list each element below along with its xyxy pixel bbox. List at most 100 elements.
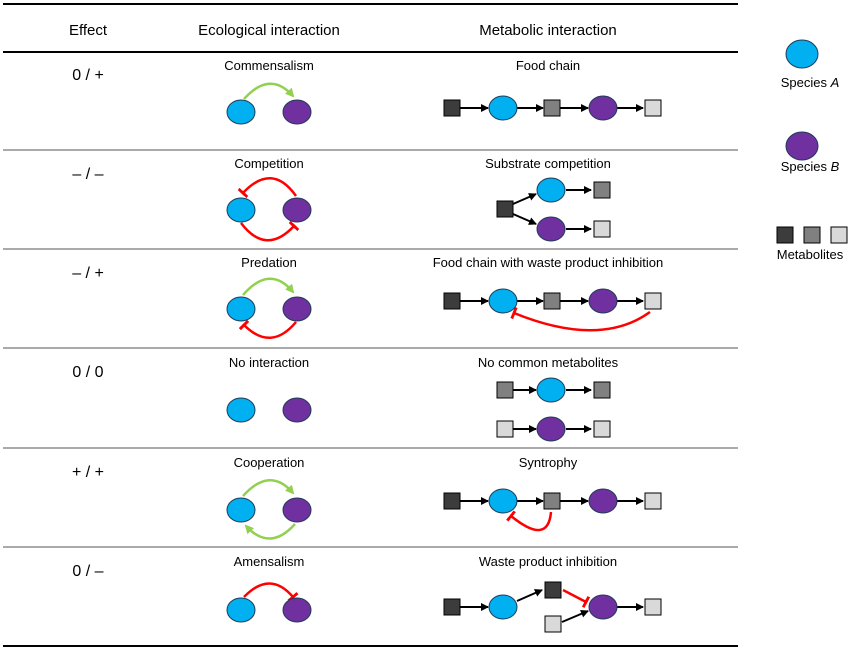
inhibition-arrow [238,319,297,339]
ecological-label: No interaction [229,355,309,370]
food-chain-inhibition-diagram [443,288,662,332]
inhibition-arrow [240,220,300,242]
metabolite-dark [544,581,562,599]
effect-cell: – / – [72,166,103,183]
species-b-node [282,296,312,322]
metabolite-dark [443,292,461,310]
metabolite-mid [543,99,561,117]
metabolic-label: Waste product inhibition [479,554,617,569]
positive-arrow [242,479,295,497]
metabolite-light [644,292,662,310]
metabolite-dark [443,598,461,616]
species-a-node [536,377,566,403]
effect-cell: – / + [72,265,104,282]
predation-diagram [226,277,312,339]
metabolite-mid [593,381,611,399]
legend-species-a-label: Species A [781,75,840,90]
competition-diagram [226,177,312,242]
metabolic-label: Substrate competition [485,156,611,171]
metabolic-labels: Food chain Substrate competition Food ch… [433,58,664,569]
species-a-node [488,288,518,314]
metabolite-light [496,420,514,438]
header-ecological: Ecological interaction [198,22,340,39]
species-b-node [588,288,618,314]
legend-species-b-label: Species B [781,159,840,174]
ecological-label: Competition [234,156,303,171]
cooperation-diagram [226,479,312,540]
metabolite-light [544,615,562,633]
header-metabolic: Metabolic interaction [479,22,617,39]
amensalism-diagram [226,582,312,623]
metabolite-mid [496,381,514,399]
ecological-labels: Commensalism Competition Predation No in… [224,58,314,569]
effect-cell: 0 / 0 [72,364,103,381]
table-header: Effect Ecological interaction Metabolic … [69,22,617,39]
species-b-node [282,597,312,623]
metabolite-light [644,598,662,616]
metabolite-mid [593,181,611,199]
syntrophy-diagram [443,488,662,532]
species-b-node [282,197,312,223]
species-a-node [226,597,256,623]
metabolite-light [644,99,662,117]
metabolite-light [644,492,662,510]
legend-metabolite-mid [803,226,821,244]
ecological-label: Predation [241,255,297,270]
species-b-node [588,594,618,620]
species-a-node [488,488,518,514]
legend-metabolite-dark [776,226,794,244]
species-a-node [226,296,256,322]
species-a-node [226,197,256,223]
species-b-node [282,99,312,125]
species-b-node [282,497,312,523]
inhibition-arrow [510,306,651,332]
inhibition-arrow [237,177,298,199]
metabolic-label: Food chain [516,58,580,73]
no-common-metabolites-diagram [496,377,611,442]
metabolite-dark [443,492,461,510]
species-a-node [488,594,518,620]
species-a-node [226,99,256,125]
no-interaction-diagram [226,397,312,423]
inhibition-arrow [243,582,299,603]
species-a-node [226,397,256,423]
metabolite-dark [443,99,461,117]
metabolite-dark [496,200,514,218]
ecological-label: Cooperation [234,455,305,470]
metabolic-label: Syntrophy [519,455,578,470]
species-b-node [588,95,618,121]
species-a-node [488,95,518,121]
commensalism-diagram [226,82,312,125]
effect-cell: + / + [72,464,104,481]
ecological-label: Amensalism [234,554,305,569]
species-b-node [536,416,566,442]
metabolite-light [593,420,611,438]
waste-product-inhibition-diagram [443,581,662,633]
ecological-label: Commensalism [224,58,314,73]
metabolic-label: Food chain with waste product inhibition [433,255,664,270]
metabolite-light [593,220,611,238]
legend-metabolites-label: Metabolites [777,247,844,262]
header-effect: Effect [69,22,108,39]
positive-arrow [243,82,295,100]
species-a-node [536,177,566,203]
metabolic-label: No common metabolites [478,355,619,370]
effect-cell: 0 / – [72,563,103,580]
species-b-node [588,488,618,514]
effect-column: 0 / + – / – – / + 0 / 0 + / + 0 / – [72,67,104,580]
legend-species-b-swatch [785,131,819,161]
legend-metabolite-light [830,226,848,244]
species-b-node [282,397,312,423]
food-chain-diagram [443,95,662,121]
species-b-node [536,216,566,242]
positive-arrow [244,523,296,540]
table-rules [3,3,738,647]
effect-cell: 0 / + [72,67,104,84]
inhibition-arrow [506,510,553,532]
substrate-competition-diagram [496,177,611,242]
metabolite-mid [543,292,561,310]
inhibition-arrow [562,588,591,609]
positive-arrow [242,277,295,296]
legend-species-a-swatch [785,39,819,69]
